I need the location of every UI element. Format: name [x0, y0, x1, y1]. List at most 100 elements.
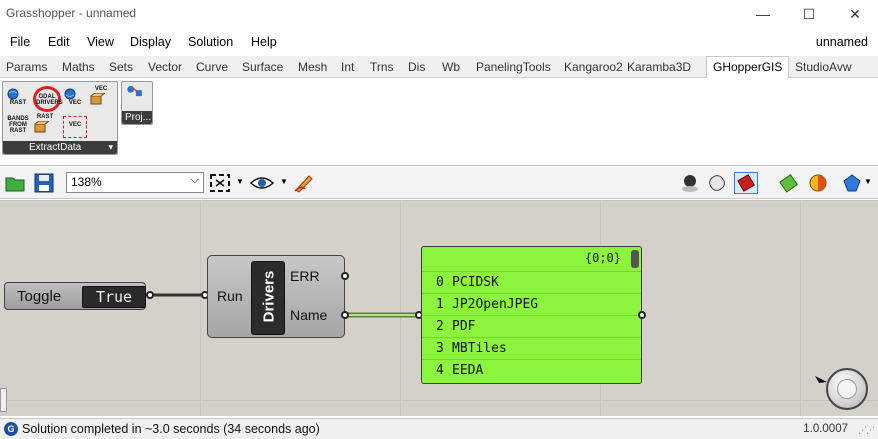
- tab-params[interactable]: Params: [6, 60, 48, 74]
- tab-surface[interactable]: Surface: [242, 60, 284, 74]
- status-bar: G Solution completed in ~3.0 seconds (34…: [0, 418, 878, 439]
- dropdown-arrow-icon[interactable]: ▼: [236, 177, 244, 186]
- tab-trns[interactable]: Trns: [370, 60, 394, 74]
- zoom-extents-button[interactable]: [208, 172, 232, 194]
- menu-edit[interactable]: Edit: [48, 35, 70, 49]
- name-output-port[interactable]: [341, 311, 349, 319]
- panel-label[interactable]: ExtractData ▾: [3, 141, 117, 154]
- vec-frame-button[interactable]: VEC: [63, 116, 87, 138]
- proj-button[interactable]: [125, 85, 149, 107]
- gdal-drivers-button[interactable]: GDAL DRIVERS: [33, 86, 63, 112]
- canvas[interactable]: Toggle True Run Drivers ERR Name {0;0} 0…: [0, 200, 878, 416]
- tab-ghoppergis[interactable]: GHopperGIS: [706, 56, 790, 78]
- resize-grip-icon[interactable]: ⋰⋰: [858, 425, 875, 435]
- sketch-button[interactable]: [292, 172, 316, 194]
- menu-display[interactable]: Display: [130, 35, 171, 49]
- component-name: Drivers: [260, 270, 278, 323]
- close-button[interactable]: ✕: [832, 0, 878, 28]
- toggle-output-port[interactable]: [146, 291, 154, 299]
- close-icon: ✕: [849, 5, 861, 22]
- material-button[interactable]: [806, 172, 830, 194]
- canvas-scrollbar[interactable]: [0, 388, 7, 412]
- menu-solution[interactable]: Solution: [188, 35, 234, 49]
- tab-panelingtools[interactable]: PanelingTools: [476, 60, 551, 74]
- tab-maths[interactable]: Maths: [62, 60, 95, 74]
- tab-wb[interactable]: Wb: [442, 60, 460, 74]
- list-item: 1 JP2OpenJPEG: [422, 293, 641, 315]
- grid-line: [400, 200, 401, 416]
- panel-output-port[interactable]: [638, 311, 646, 319]
- err-output-label: ERR: [290, 268, 320, 284]
- pen-icon: [294, 175, 313, 193]
- ribbon: RAST GDAL DRIVERS VEC VEC BANDS FROM RAS…: [0, 78, 878, 166]
- bands-raster-icon: BANDS FROM RAST: [7, 116, 29, 134]
- shaded-button[interactable]: [734, 172, 758, 194]
- list-item: 3 MBTiles: [422, 337, 641, 359]
- display-mode-button[interactable]: [678, 172, 702, 194]
- vector-frame-icon: VEC: [68, 122, 82, 128]
- rast-globe-button[interactable]: RAST: [6, 88, 30, 110]
- tab-karamba3d[interactable]: Karamba3D: [627, 60, 692, 74]
- grid-line: [800, 200, 801, 416]
- half-sphere-icon: [809, 174, 827, 192]
- component-body: Drivers: [251, 261, 285, 335]
- panel-scrollbar[interactable]: [631, 250, 639, 268]
- green-cube-icon: [779, 173, 799, 193]
- tab-curve[interactable]: Curve: [196, 60, 229, 74]
- menu-bar: File Edit View Display Solution Help unn…: [0, 30, 878, 56]
- proj-label[interactable]: Proj...: [122, 111, 152, 124]
- title-bar: Grasshopper - unnamed — ☐ ✕: [0, 0, 878, 28]
- globe-vector-icon: [64, 88, 76, 100]
- wires: [150, 293, 418, 318]
- open-file-button[interactable]: [3, 172, 27, 194]
- tab-vector[interactable]: Vector: [148, 60, 183, 74]
- status-message: Solution completed in ~3.0 seconds (34 s…: [22, 422, 320, 436]
- navigation-dial[interactable]: [826, 368, 868, 410]
- maximize-button[interactable]: ☐: [786, 0, 832, 28]
- bands-from-rast-button[interactable]: BANDS FROM RAST: [6, 116, 30, 138]
- name-output-label: Name: [290, 307, 328, 323]
- zoom-select[interactable]: 138% ⌵: [66, 172, 204, 193]
- dropdown-arrow-icon[interactable]: ▼: [864, 177, 872, 186]
- globe-raster-icon: [7, 88, 19, 100]
- tab-kangaroo2[interactable]: Kangaroo2: [564, 60, 623, 74]
- boolean-toggle[interactable]: Toggle True: [4, 282, 146, 310]
- toggle-label: Toggle: [17, 288, 62, 305]
- dial-center: [837, 379, 857, 399]
- menu-file[interactable]: File: [10, 35, 31, 49]
- projection-icon: [127, 85, 142, 97]
- gdal-drivers-icon: GDAL DRIVERS: [36, 94, 63, 106]
- toggle-value[interactable]: True: [82, 286, 146, 308]
- drivers-component[interactable]: Run Drivers ERR Name: [207, 255, 345, 338]
- document-name: unnamed: [815, 35, 868, 49]
- minimize-button[interactable]: —: [740, 0, 786, 28]
- save-file-button[interactable]: [32, 172, 56, 194]
- wire-cylinder-icon: [709, 175, 725, 191]
- chevron-down-icon: ⌵: [190, 174, 199, 186]
- proj-panel: Proj...: [121, 81, 153, 125]
- box-vector-icon: [90, 93, 105, 105]
- tab-sets[interactable]: Sets: [109, 60, 134, 74]
- grid-line: [0, 200, 878, 201]
- vec-globe-button[interactable]: VEC: [63, 88, 87, 110]
- panel-header: {0;0}: [422, 247, 641, 271]
- tab-studioavw[interactable]: StudioAvw: [795, 60, 852, 74]
- viewport-button[interactable]: [840, 172, 864, 194]
- dial-pointer-icon: [815, 376, 827, 383]
- canvas-toolbar: 138% ⌵ ▼ ▼ ▼: [0, 167, 878, 199]
- tab-mesh[interactable]: Mesh: [298, 60, 328, 74]
- wireframe-button[interactable]: [705, 172, 729, 194]
- menu-help[interactable]: Help: [251, 35, 277, 49]
- vec-box-button[interactable]: VEC: [89, 86, 113, 108]
- data-panel[interactable]: {0;0} 0 PCIDSK 1 JP2OpenJPEG 2 PDF 3 MBT…: [421, 246, 642, 384]
- err-output-port[interactable]: [341, 272, 349, 280]
- status-g-icon[interactable]: G: [4, 422, 18, 436]
- dropdown-arrow-icon[interactable]: ▼: [280, 177, 288, 186]
- menu-view[interactable]: View: [87, 35, 114, 49]
- custom-preview-button[interactable]: [777, 172, 801, 194]
- rast-box-button[interactable]: RAST: [33, 114, 57, 136]
- preview-button[interactable]: [250, 172, 274, 194]
- tab-dis[interactable]: Dis: [408, 60, 426, 74]
- tab-int[interactable]: Int: [341, 60, 355, 74]
- list-item: 2 PDF: [422, 315, 641, 337]
